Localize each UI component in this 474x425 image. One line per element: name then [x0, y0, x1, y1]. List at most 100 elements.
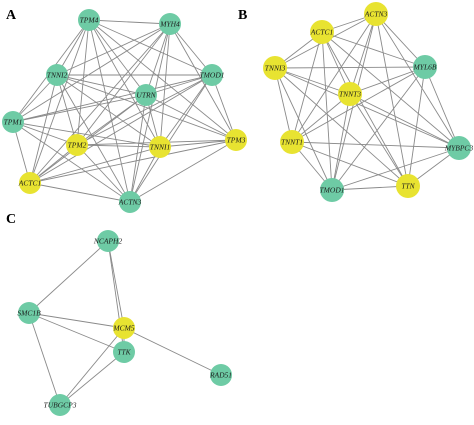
edge-b-actc1-tnnt1: [291, 31, 323, 143]
node-label: RAD51: [209, 371, 232, 380]
node-label: TPM4: [80, 16, 99, 25]
node-a-myh4: MYH4: [159, 13, 181, 35]
node-a-tmod1: TMOD1: [199, 64, 225, 86]
node-circle: [113, 341, 135, 363]
edge-a-myh4-tpm3: [169, 23, 237, 141]
edge-a-tpm4-utrn: [88, 19, 147, 96]
edge-b-tnni3-tnnt3: [274, 67, 351, 95]
edge-a-myh4-tmod1: [169, 23, 213, 76]
edge-a-tmod1-utrn: [145, 74, 213, 96]
node-circle: [201, 64, 223, 86]
edge-b-tnnt3-mybpc3: [349, 93, 460, 149]
edge-b-actn3-mybpc3: [375, 13, 460, 149]
node-label: ACTC1: [310, 28, 334, 37]
edge-b-actn3-tnnt1: [291, 13, 377, 143]
node-label: SMC1B: [17, 309, 41, 318]
node-label: TNNT1: [281, 138, 303, 147]
node-circle: [19, 172, 41, 194]
edge-a-tnni2-actc1: [29, 74, 58, 184]
node-label: ACTN3: [364, 10, 388, 19]
edge-a-actc1-actn3: [29, 182, 131, 203]
node-label: TNNI1: [150, 143, 170, 152]
node-a-utrn: UTRN: [135, 84, 157, 106]
node-c-rad51: RAD51: [209, 364, 232, 386]
node-circle: [78, 9, 100, 31]
edge-a-tpm1-actn3: [12, 121, 131, 203]
node-a-actn3: ACTN3: [118, 191, 142, 213]
node-b-actn3: ACTN3: [364, 2, 388, 26]
node-circle: [263, 56, 287, 80]
node-circle: [97, 230, 119, 252]
edge-c-smc1b-mcm5: [28, 312, 125, 329]
edge-a-tpm4-tpm2: [76, 19, 90, 146]
edge-b-actc1-ttn: [321, 31, 409, 187]
edge-c-smc1b-tubgcp3: [28, 312, 61, 406]
edge-b-mybpc3-tmod1: [331, 147, 460, 191]
node-label: TUBGCP3: [44, 401, 77, 410]
panel-letter-b: B: [238, 8, 247, 23]
node-b-tnnt3: TNNT3: [338, 82, 362, 106]
node-label: TNNI2: [47, 71, 68, 80]
edge-b-actc1-tmod1: [321, 31, 333, 191]
edge-b-tmod1-ttn: [331, 185, 409, 191]
node-circle: [49, 394, 71, 416]
edge-b-actn3-ttn: [375, 13, 409, 187]
panel-b-edges: [274, 13, 460, 191]
edge-b-tnni3-mybpc3: [274, 67, 460, 149]
edge-a-tpm4-tmod1: [88, 19, 213, 76]
edge-a-tmod1-tpm3: [211, 74, 237, 141]
node-circle: [396, 174, 420, 198]
edge-a-tnni1-actc1: [29, 146, 161, 184]
node-label: ACTN3: [118, 198, 142, 207]
edge-a-tpm3-actc1: [29, 139, 237, 184]
edge-a-tpm4-actn3: [88, 19, 131, 203]
node-b-tnni3: TNNI3: [263, 56, 287, 80]
edge-a-myh4-tpm1: [12, 23, 171, 123]
node-label: TTN: [401, 182, 415, 191]
node-c-tubgcp3: TUBGCP3: [44, 394, 77, 416]
node-label: TNNI3: [265, 64, 286, 73]
node-label: MYH4: [159, 20, 180, 29]
edge-b-myl6b-tnnt3: [349, 66, 426, 95]
edge-a-utrn-actn3: [129, 94, 147, 203]
node-a-tpm3: TPM3: [225, 129, 247, 151]
edge-b-myl6b-mybpc3: [424, 66, 460, 149]
edge-c-smc1b-ttk: [28, 312, 125, 353]
edge-a-tmod1-tpm1: [12, 74, 213, 123]
panel-letter-a: A: [6, 8, 17, 23]
edge-a-myh4-actc1: [29, 23, 171, 184]
edge-a-tpm1-tpm2: [12, 121, 78, 146]
edge-a-utrn-tpm1: [12, 94, 147, 123]
edge-a-tpm4-myh4: [88, 19, 171, 25]
node-label: TPM2: [68, 141, 87, 150]
edge-a-tnni2-actn3: [56, 74, 131, 203]
node-label: MYBPC3: [444, 144, 474, 153]
node-b-ttn: TTN: [396, 174, 420, 198]
node-label: MCM5: [112, 324, 134, 333]
node-b-tmod1: TMOD1: [319, 178, 345, 202]
node-circle: [135, 84, 157, 106]
node-label: TMOD1: [319, 186, 344, 195]
node-circle: [66, 134, 88, 156]
node-a-tpm4: TPM4: [78, 9, 100, 31]
edge-b-tnnt3-tmod1: [331, 93, 351, 191]
node-circle: [320, 178, 344, 202]
node-label: UTRN: [136, 91, 156, 100]
node-label: TPM1: [4, 118, 23, 127]
node-label: TMOD1: [199, 71, 224, 80]
edge-b-actc1-mybpc3: [321, 31, 460, 149]
edge-a-tmod1-actn3: [129, 74, 213, 203]
node-circle: [46, 64, 68, 86]
node-circle: [364, 2, 388, 26]
edge-a-tnni2-tpm2: [56, 74, 78, 146]
node-a-actc1: ACTC1: [18, 172, 41, 194]
node-circle: [113, 317, 135, 339]
edge-a-tpm4-actc1: [29, 19, 90, 184]
edge-a-tpm4-tpm3: [88, 19, 237, 141]
edge-a-myh4-tnni2: [56, 23, 171, 76]
